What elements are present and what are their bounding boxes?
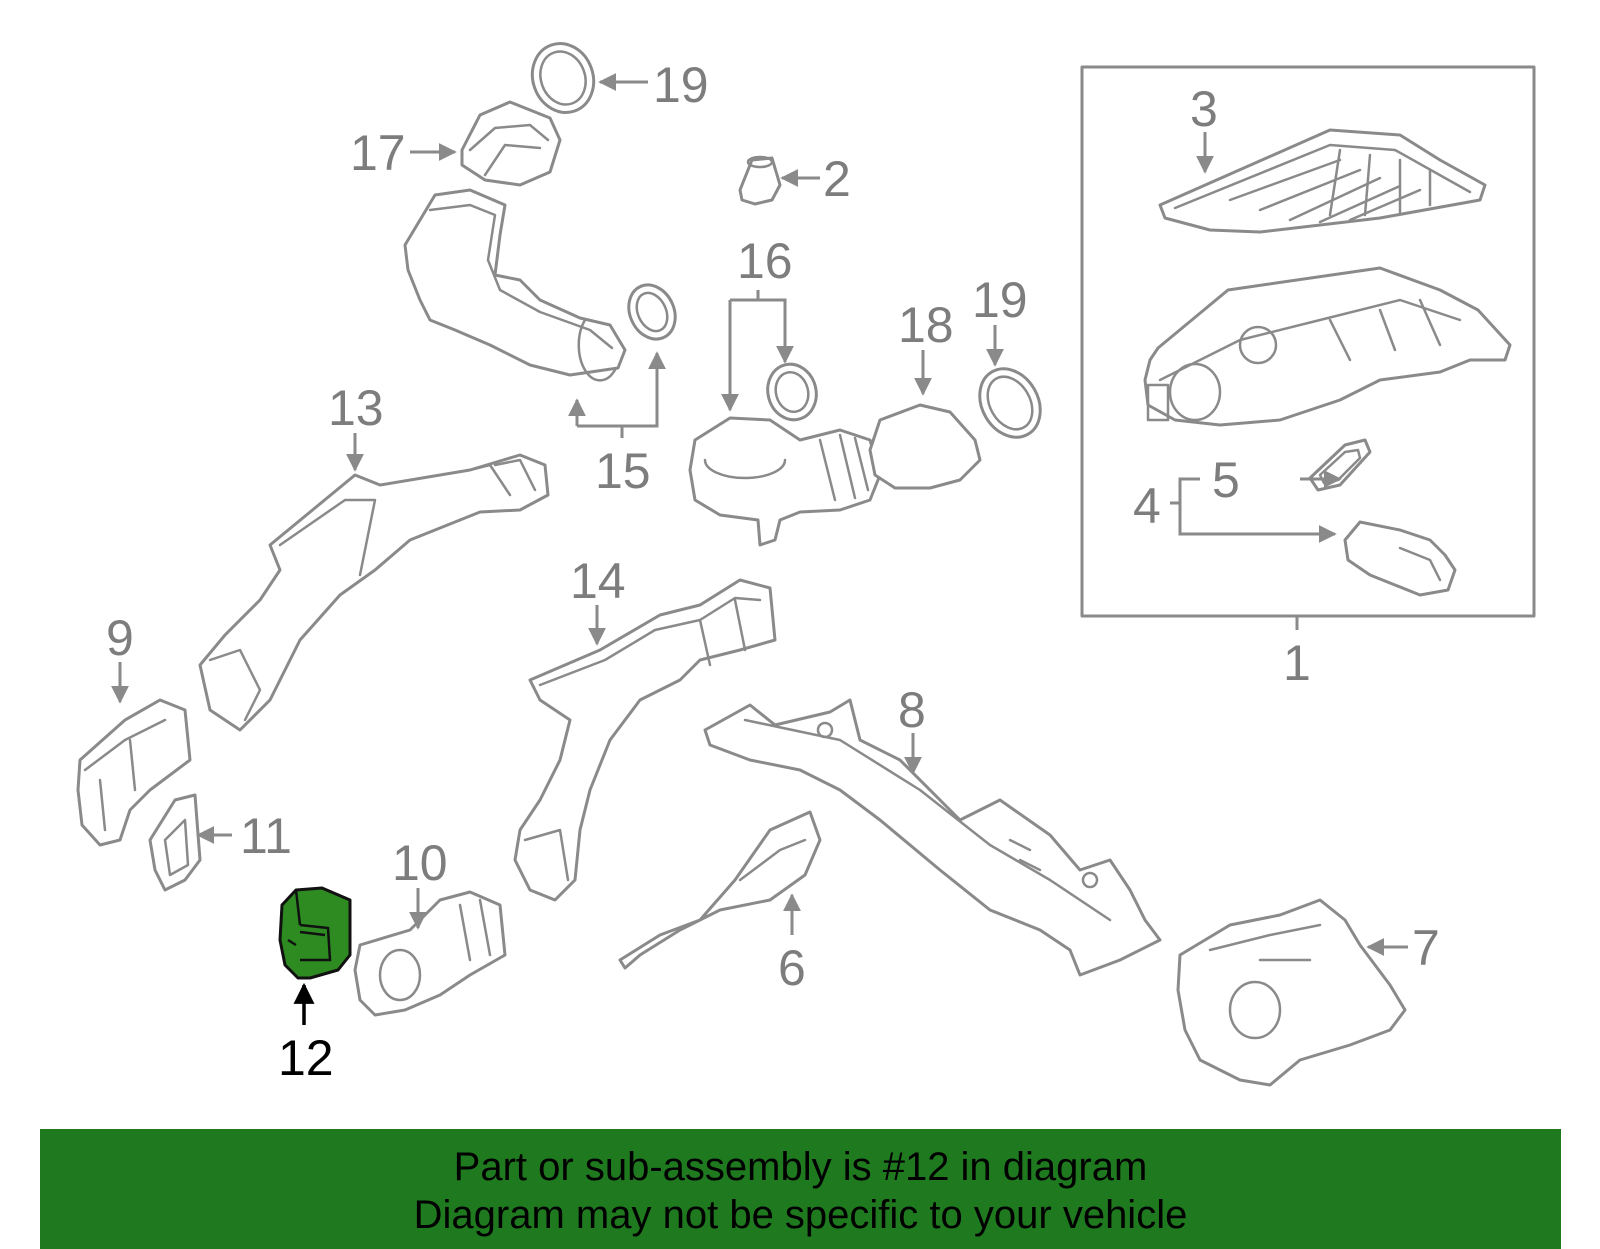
part-11-bracket[interactable]	[148, 793, 202, 892]
part-18-seal[interactable]	[868, 403, 982, 490]
part-9-duct[interactable]	[76, 698, 192, 847]
part-2-nut[interactable]	[738, 155, 782, 206]
assembly-box-1	[1080, 65, 1536, 630]
callout-17: 17	[350, 125, 406, 181]
part-3-air-cleaner-cover[interactable]	[1158, 128, 1487, 234]
part-16-hose[interactable]	[688, 416, 882, 547]
callout-2: 2	[823, 151, 851, 207]
part-19-clamp-top[interactable]	[523, 35, 603, 121]
part-15-ring[interactable]	[620, 277, 684, 346]
info-banner: Part or sub-assembly is #12 in diagram D…	[40, 1129, 1561, 1249]
part-5-grommet[interactable]	[1308, 438, 1372, 492]
callout-5: 5	[1212, 452, 1240, 508]
callout-12: 12	[278, 1030, 334, 1086]
callout-8: 8	[898, 682, 926, 738]
part-6-bracket[interactable]	[618, 810, 822, 970]
callout-10: 10	[392, 835, 448, 891]
leader-lines	[111, 73, 1408, 1025]
callout-11: 11	[240, 808, 292, 864]
part-15-intake-duct[interactable]	[403, 188, 627, 382]
callout-3: 3	[1190, 81, 1218, 137]
banner-line-1: Part or sub-assembly is #12 in diagram	[453, 1145, 1148, 1189]
part-16-ring[interactable]	[762, 359, 823, 426]
callout-16: 16	[737, 233, 793, 289]
air-cleaner-housing[interactable]	[1143, 266, 1512, 427]
part-4-sensor[interactable]	[1343, 520, 1457, 597]
part-13-duct[interactable]	[198, 453, 550, 732]
callout-6: 6	[778, 940, 806, 996]
callout-7: 7	[1412, 920, 1440, 976]
callout-19b: 19	[972, 272, 1028, 328]
banner-line-2: Diagram may not be specific to your vehi…	[413, 1193, 1188, 1237]
part-14-duct[interactable]	[513, 578, 777, 902]
callout-18: 18	[898, 297, 954, 353]
callout-15: 15	[595, 443, 651, 499]
callout-14: 14	[570, 553, 626, 609]
callout-1: 1	[1283, 635, 1311, 691]
callout-labels: 1 2 3 4 5 6 7 8 9 10 11 12 13 14 15 16 1…	[106, 57, 1440, 1086]
callout-19a: 19	[653, 57, 709, 113]
part-8-bracket[interactable]	[703, 698, 1162, 977]
part-7-shield[interactable]	[1176, 898, 1407, 1087]
part-19-clamp-right[interactable]	[968, 358, 1052, 448]
callout-13: 13	[328, 380, 384, 436]
part-17-coupler[interactable]	[460, 100, 562, 187]
callout-4: 4	[1133, 478, 1161, 534]
callout-9: 9	[106, 610, 134, 666]
part-10-duct[interactable]	[353, 890, 507, 1017]
part-12-highlighted[interactable]	[278, 886, 352, 980]
